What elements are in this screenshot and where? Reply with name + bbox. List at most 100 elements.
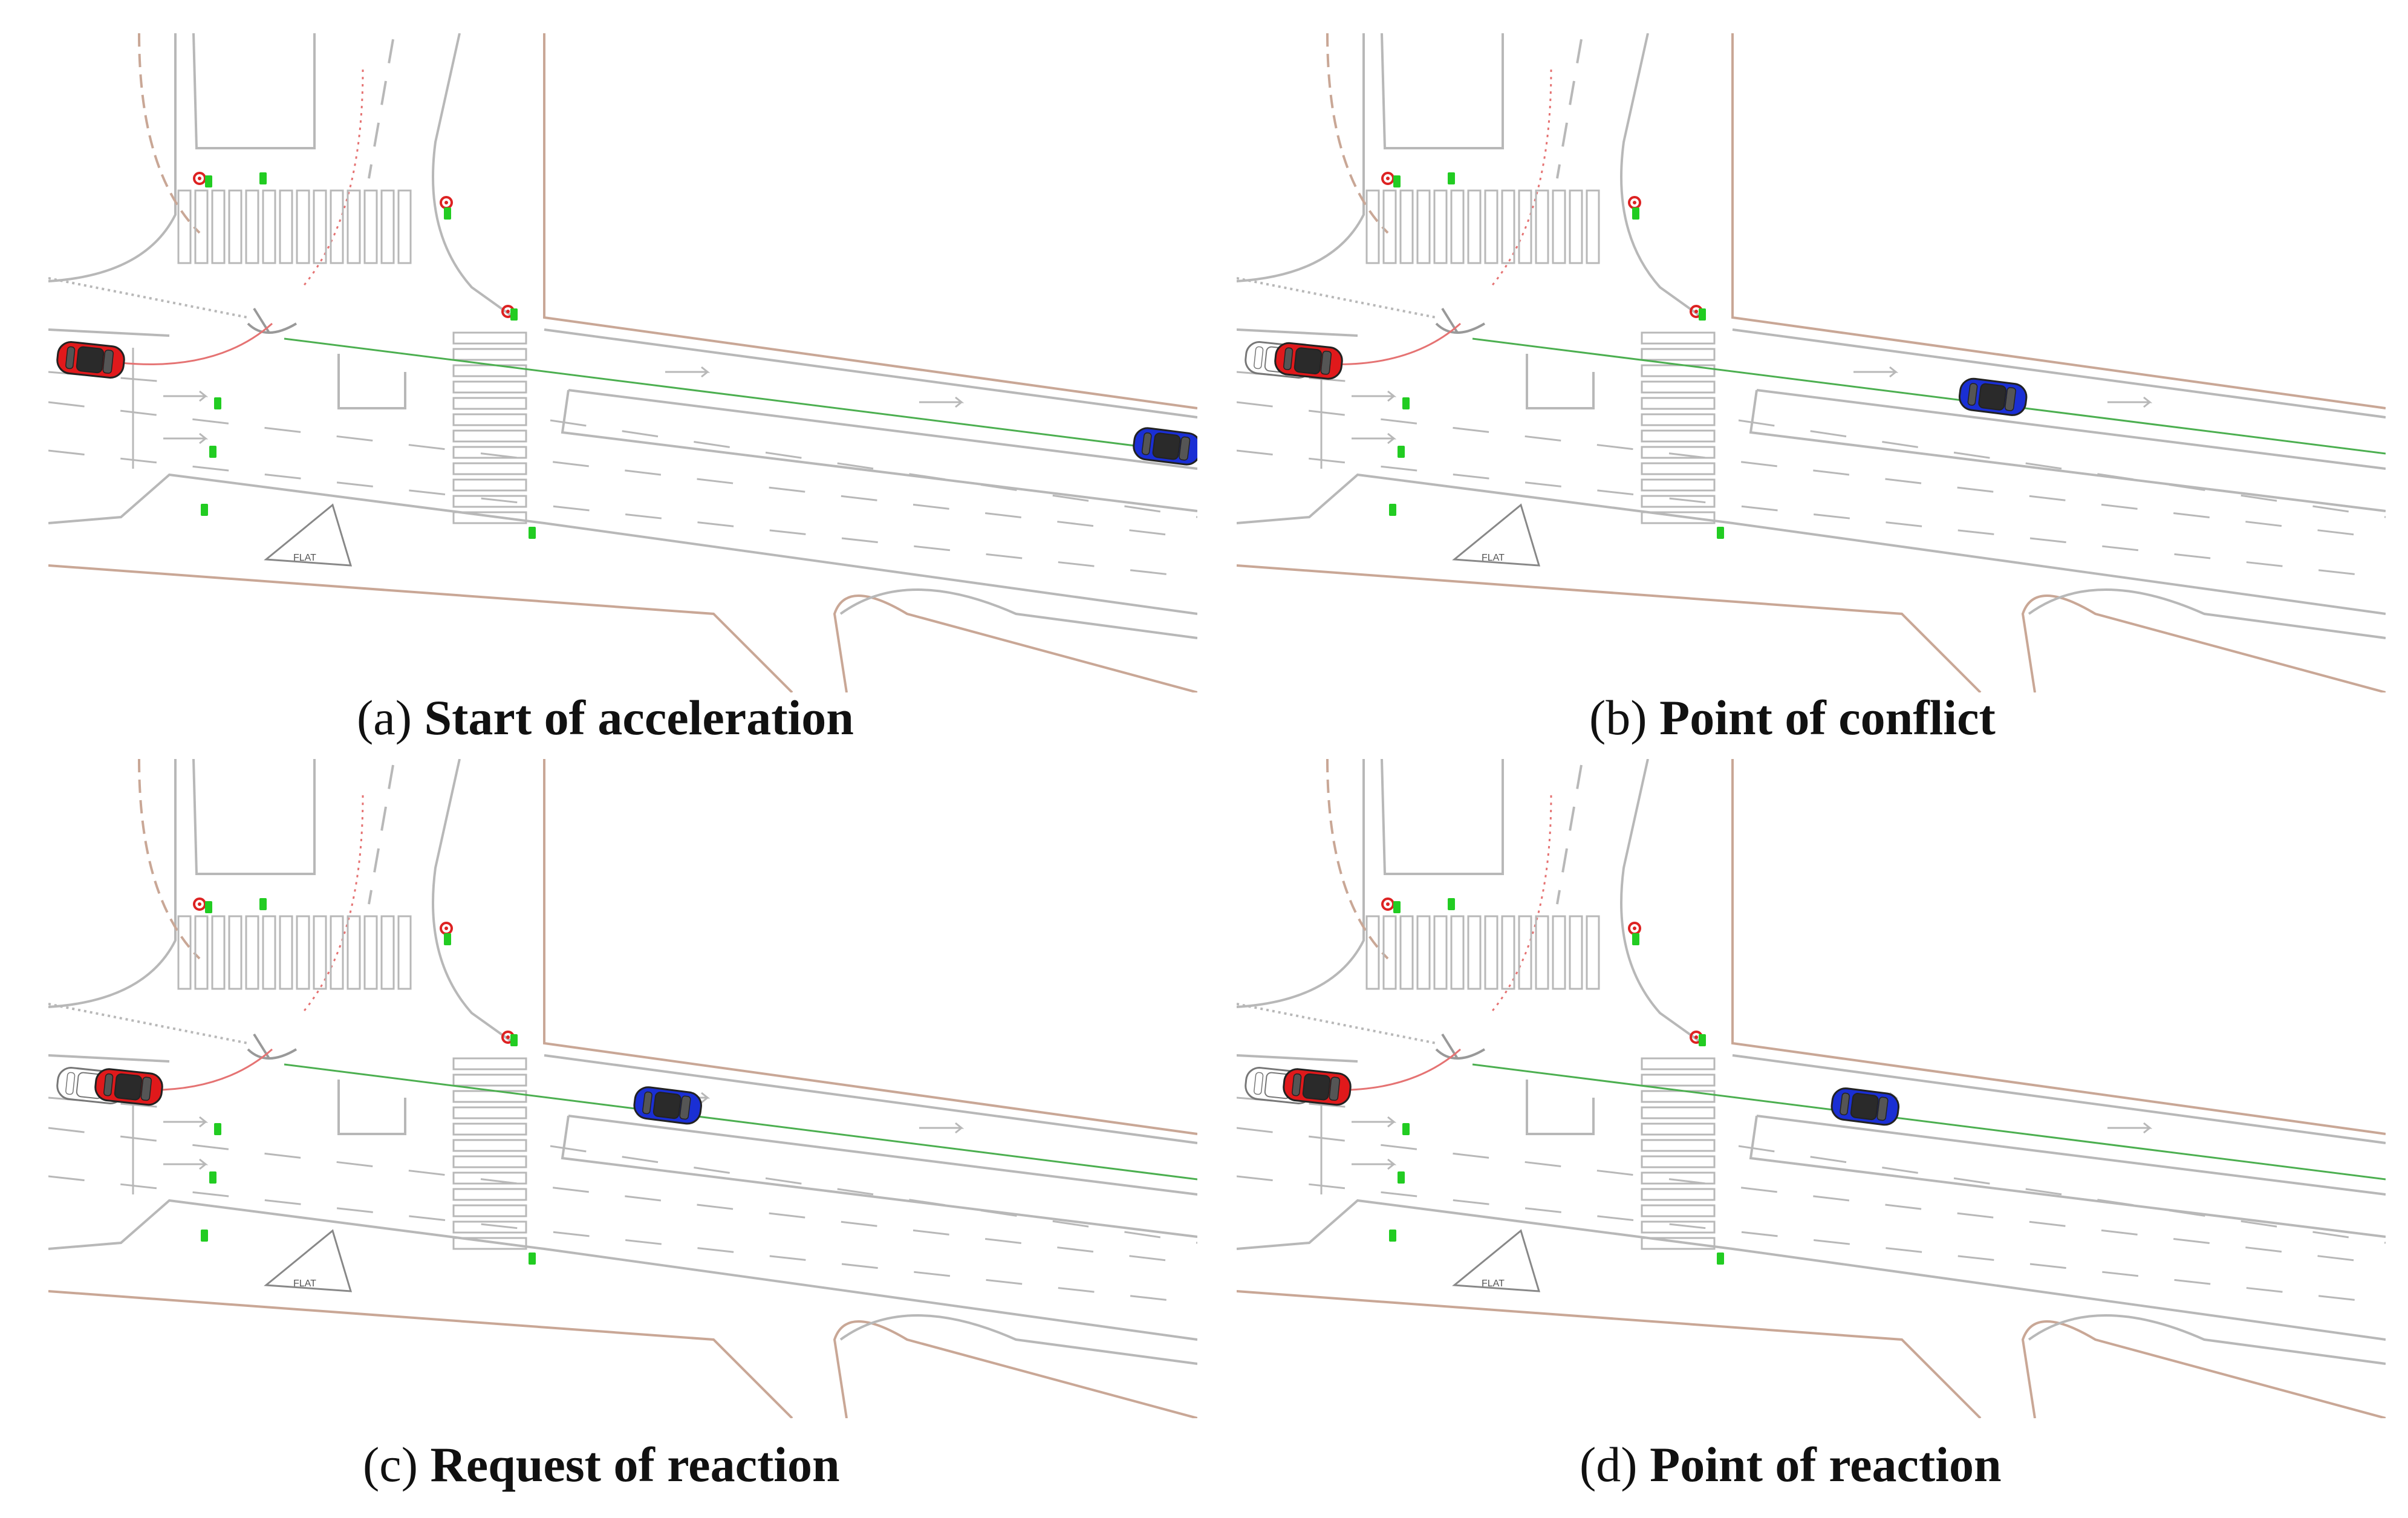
lane-dash <box>368 764 394 905</box>
caption-title: Start of acceleration <box>424 690 854 745</box>
stop-arc <box>247 322 298 334</box>
road-edge <box>1237 759 1365 1008</box>
crosswalk-stripe <box>452 331 527 345</box>
blue-car-path <box>284 337 1197 455</box>
panel-b: FLAT <box>1237 33 2386 692</box>
crosswalk-stripe <box>1467 915 1482 990</box>
green-signal-icon <box>205 175 212 187</box>
red-car <box>1274 342 1343 380</box>
crosswalk-stripe <box>262 915 276 990</box>
crosswalk-stripe <box>1641 397 1716 410</box>
blue-car-path <box>1472 337 2386 455</box>
green-signal-icon <box>1398 1171 1405 1184</box>
road-edge <box>1237 1054 1358 1063</box>
lane-dash <box>1556 39 1583 179</box>
crosswalk-stripe <box>177 189 192 264</box>
crosswalk-stripe <box>452 1171 527 1185</box>
road-edge <box>48 759 177 1008</box>
island <box>1526 354 1595 409</box>
crosswalk-right <box>452 1057 527 1250</box>
caption-b: (b) Point of conflict <box>1589 689 1996 746</box>
road-edge <box>1732 328 2386 419</box>
blue-car <box>1958 377 2028 416</box>
crosswalk-top <box>177 915 412 990</box>
median-edge <box>1756 1115 2386 1196</box>
caption-a: (a) Start of acceleration <box>357 689 854 746</box>
panel-c: FLAT <box>48 759 1197 1418</box>
flat-label: FLAT <box>1482 553 1505 563</box>
flat-marking: FLAT <box>1452 503 1541 567</box>
crosswalk-stripe <box>1382 915 1397 990</box>
crosswalk-stripe <box>452 446 527 459</box>
green-signal-icon <box>444 207 451 220</box>
curb-line <box>1237 1290 1982 1418</box>
curb-line <box>48 1290 793 1418</box>
road-edge <box>1237 33 1365 282</box>
crosswalk-stripe <box>1433 915 1448 990</box>
flat-label: FLAT <box>293 1279 316 1289</box>
lane-arrow-icon <box>1853 366 1899 378</box>
crosswalk-right <box>452 331 527 524</box>
crosswalk-stripe <box>1641 1237 1716 1250</box>
island <box>1526 1080 1595 1135</box>
crosswalk-stripe <box>296 915 310 990</box>
lane-arrow-icon <box>1352 1158 1397 1170</box>
road-edge <box>48 33 177 282</box>
lane-arrow-icon <box>919 396 965 408</box>
car-windshield <box>679 1095 691 1120</box>
crosswalk-stripe <box>452 1220 527 1234</box>
caption-title: Request of reaction <box>430 1437 840 1492</box>
lane-arrow-icon <box>163 1158 209 1170</box>
lane-dash <box>48 1175 1197 1305</box>
crosswalk-stripe <box>228 189 242 264</box>
red-signal-icon <box>1381 172 1394 185</box>
green-signal-icon <box>510 1034 518 1046</box>
blue-car <box>1830 1087 1900 1126</box>
crosswalk-stripe <box>1535 915 1549 990</box>
green-signal-icon <box>1632 933 1639 945</box>
stop-arc <box>247 1048 298 1060</box>
green-signal-icon <box>1402 1123 1410 1135</box>
green-signal-icon <box>1717 1253 1724 1265</box>
median-island <box>1749 389 2386 512</box>
car-roof <box>1152 432 1181 460</box>
crosswalk-stripe <box>1450 915 1465 990</box>
road-edge <box>1237 1199 2386 1341</box>
road-edge-dotted <box>48 1003 249 1044</box>
road-edge <box>839 588 1197 639</box>
caption-label: (b) <box>1589 690 1647 745</box>
car-rear-window <box>1254 346 1264 370</box>
crosswalk-stripe <box>1641 495 1716 508</box>
crosswalk-stripe <box>1641 1220 1716 1234</box>
road-edge <box>2028 1314 2386 1365</box>
crosswalk-stripe <box>1416 189 1431 264</box>
flat-triangle <box>264 503 353 567</box>
crosswalk-stripe <box>1641 413 1716 426</box>
crosswalk-stripe <box>1641 1073 1716 1087</box>
blue-car <box>1133 427 1197 466</box>
car-rear-window <box>1292 1073 1302 1096</box>
crosswalk-stripe <box>1641 1155 1716 1168</box>
green-signal-icon <box>1398 446 1405 458</box>
lane-dash <box>550 419 1197 518</box>
crosswalk-stripe <box>330 189 344 264</box>
green-signal-icon <box>1448 898 1455 910</box>
car-windshield <box>1179 436 1191 461</box>
car-roof <box>1302 1073 1331 1101</box>
lane-dash <box>1237 1175 2386 1305</box>
flat-label: FLAT <box>1482 1279 1505 1289</box>
intersection-scene-b: FLAT <box>1237 33 2386 692</box>
crosswalk-stripe <box>1641 1057 1716 1070</box>
lane-arrow-icon <box>919 1122 965 1134</box>
car-windshield <box>1329 1077 1341 1101</box>
turn-path-dotted <box>301 69 364 288</box>
crosswalk-stripe <box>452 495 527 508</box>
green-signal-icon <box>201 1230 208 1242</box>
intersection-scene-a: FLAT <box>48 33 1197 692</box>
road-edge-dotted <box>48 277 249 319</box>
crosswalk-stripe <box>452 1057 527 1070</box>
turn-path-dotted <box>301 795 364 1014</box>
median-edge <box>568 1115 1197 1196</box>
lane-arrow-icon <box>2107 396 2153 408</box>
crosswalk-stripe <box>245 189 259 264</box>
